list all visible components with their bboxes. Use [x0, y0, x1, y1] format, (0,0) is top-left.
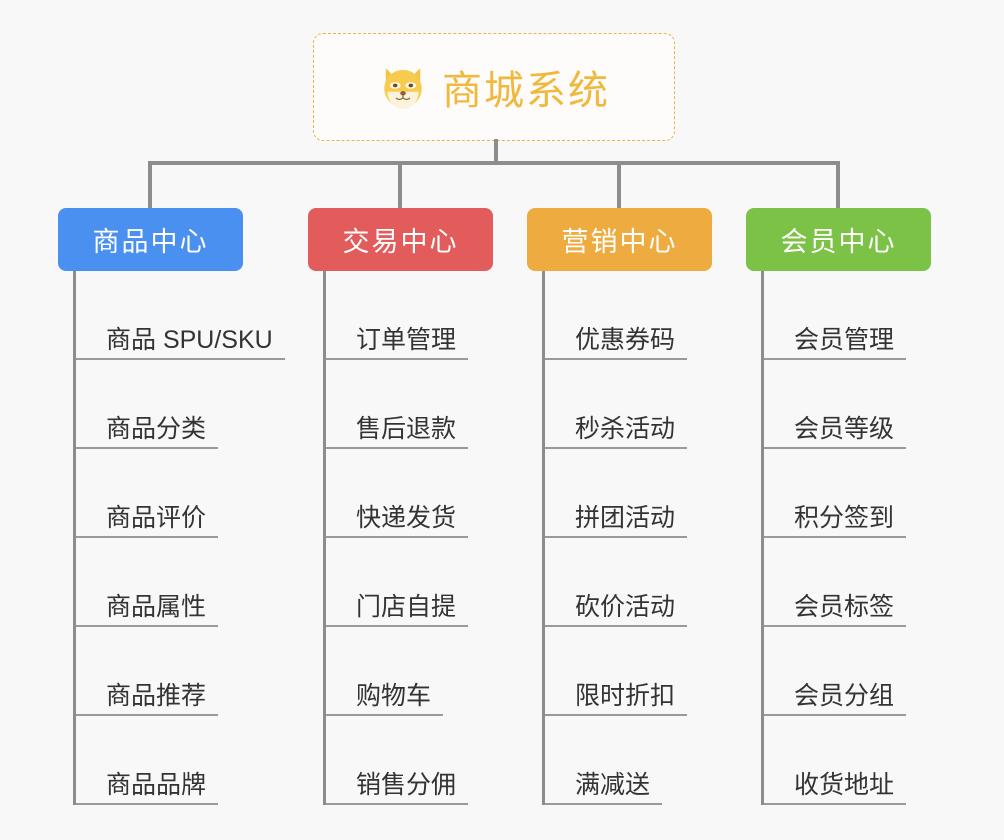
branch-header-trade-center[interactable]: 交易中心: [308, 208, 493, 271]
leaf-label: 会员标签: [794, 592, 895, 621]
leaf-underline: 商品分类: [76, 414, 219, 449]
branch-marketing-center: 营销中心 优惠券码秒杀活动拼团活动砍价活动限时折扣满减送: [527, 208, 712, 805]
leaf-item[interactable]: 会员等级: [764, 360, 931, 449]
leaf-underline: 优惠券码: [545, 325, 688, 360]
leaf-item[interactable]: 会员管理: [764, 271, 931, 360]
leaf-item[interactable]: 商品评价: [76, 449, 285, 538]
leaf-label: 会员分组: [794, 681, 895, 710]
connector-drop-4: [836, 161, 840, 210]
leaf-label: 优惠券码: [575, 325, 676, 354]
leaf-label: 满减送: [575, 770, 651, 799]
leaf-underline: 商品品牌: [76, 770, 219, 805]
leaf-list-product-center: 商品 SPU/SKU 商品分类商品评价商品属性商品推荐商品品牌: [73, 271, 285, 805]
leaf-underline: 秒杀活动: [545, 414, 688, 449]
leaf-underline: 销售分佣: [326, 770, 469, 805]
leaf-item[interactable]: 砍价活动: [545, 538, 712, 627]
connector-drop-3: [617, 161, 621, 210]
leaf-label: 售后退款: [356, 414, 457, 443]
leaf-list-marketing-center: 优惠券码秒杀活动拼团活动砍价活动限时折扣满减送: [542, 271, 712, 805]
leaf-underline: 会员管理: [764, 325, 907, 360]
leaf-label: 积分签到: [794, 503, 895, 532]
leaf-item[interactable]: 限时折扣: [545, 627, 712, 716]
leaf-underline: 快递发货: [326, 503, 469, 538]
leaf-label: 购物车: [356, 681, 432, 710]
connector-root-stub: [494, 139, 498, 163]
connector-drop-2: [398, 161, 402, 210]
branch-header-marketing-center[interactable]: 营销中心: [527, 208, 712, 271]
leaf-underline: 会员标签: [764, 592, 907, 627]
leaf-item[interactable]: 会员分组: [764, 627, 931, 716]
leaf-underline: 商品推荐: [76, 681, 219, 716]
leaf-item[interactable]: 购物车: [326, 627, 493, 716]
leaf-list-trade-center: 订单管理售后退款快递发货门店自提购物车销售分佣: [323, 271, 493, 805]
leaf-underline: 会员等级: [764, 414, 907, 449]
leaf-item[interactable]: 满减送: [545, 716, 712, 805]
leaf-item[interactable]: 会员标签: [764, 538, 931, 627]
leaf-label: 商品品牌: [106, 770, 207, 799]
branch-trade-center: 交易中心 订单管理售后退款快递发货门店自提购物车销售分佣: [308, 208, 493, 805]
leaf-underline: 门店自提: [326, 592, 469, 627]
leaf-label: 销售分佣: [356, 770, 457, 799]
leaf-label: 砍价活动: [575, 592, 676, 621]
branch-header-product-center[interactable]: 商品中心: [58, 208, 243, 271]
leaf-item[interactable]: 优惠券码: [545, 271, 712, 360]
leaf-label: 快递发货: [356, 503, 457, 532]
leaf-label: 收货地址: [794, 770, 895, 799]
leaf-label: 秒杀活动: [575, 414, 676, 443]
branch-product-center: 商品中心 商品 SPU/SKU 商品分类商品评价商品属性商品推荐商品品牌: [58, 208, 285, 805]
leaf-underline: 收货地址: [764, 770, 907, 805]
leaf-label: 商品推荐: [106, 681, 207, 710]
leaf-item[interactable]: 订单管理: [326, 271, 493, 360]
leaf-item[interactable]: 销售分佣: [326, 716, 493, 805]
leaf-label: 会员管理: [794, 325, 895, 354]
leaf-underline: 满减送: [545, 770, 663, 805]
leaf-underline: 购物车: [326, 681, 444, 716]
leaf-item[interactable]: 门店自提: [326, 538, 493, 627]
branch-header-member-center[interactable]: 会员中心: [746, 208, 931, 271]
leaf-underline: 积分签到: [764, 503, 907, 538]
leaf-underline: 砍价活动: [545, 592, 688, 627]
leaf-label: 订单管理: [356, 325, 457, 354]
leaf-item[interactable]: 秒杀活动: [545, 360, 712, 449]
leaf-item[interactable]: 商品推荐: [76, 627, 285, 716]
leaf-item[interactable]: 商品属性: [76, 538, 285, 627]
leaf-item[interactable]: 售后退款: [326, 360, 493, 449]
leaf-label: 门店自提: [356, 592, 457, 621]
leaf-label: 商品属性: [106, 592, 207, 621]
leaf-label: 商品 SPU/SKU: [106, 325, 273, 354]
leaf-underline: 商品 SPU/SKU: [76, 325, 285, 360]
leaf-underline: 订单管理: [326, 325, 469, 360]
leaf-item[interactable]: 快递发货: [326, 449, 493, 538]
leaf-underline: 会员分组: [764, 681, 907, 716]
leaf-underline: 商品评价: [76, 503, 219, 538]
leaf-label: 会员等级: [794, 414, 895, 443]
connector-drop-1: [148, 161, 152, 210]
leaf-label: 拼团活动: [575, 503, 676, 532]
leaf-underline: 拼团活动: [545, 503, 688, 538]
leaf-item[interactable]: 积分签到: [764, 449, 931, 538]
leaf-label: 限时折扣: [575, 681, 676, 710]
leaf-list-member-center: 会员管理会员等级积分签到会员标签会员分组收货地址: [761, 271, 931, 805]
leaf-label: 商品评价: [106, 503, 207, 532]
leaf-item[interactable]: 商品品牌: [76, 716, 285, 805]
leaf-underline: 商品属性: [76, 592, 219, 627]
leaf-underline: 售后退款: [326, 414, 469, 449]
dog-face-icon: [378, 62, 428, 112]
connector-horizontal-bar: [148, 161, 840, 165]
root-node[interactable]: 商城系统: [313, 33, 675, 141]
leaf-label: 商品分类: [106, 414, 207, 443]
branch-member-center: 会员中心 会员管理会员等级积分签到会员标签会员分组收货地址: [746, 208, 931, 805]
leaf-item[interactable]: 收货地址: [764, 716, 931, 805]
root-title: 商城系统: [442, 69, 610, 113]
leaf-item[interactable]: 商品分类: [76, 360, 285, 449]
leaf-item[interactable]: 商品 SPU/SKU: [76, 271, 285, 360]
leaf-item[interactable]: 拼团活动: [545, 449, 712, 538]
leaf-underline: 限时折扣: [545, 681, 688, 716]
